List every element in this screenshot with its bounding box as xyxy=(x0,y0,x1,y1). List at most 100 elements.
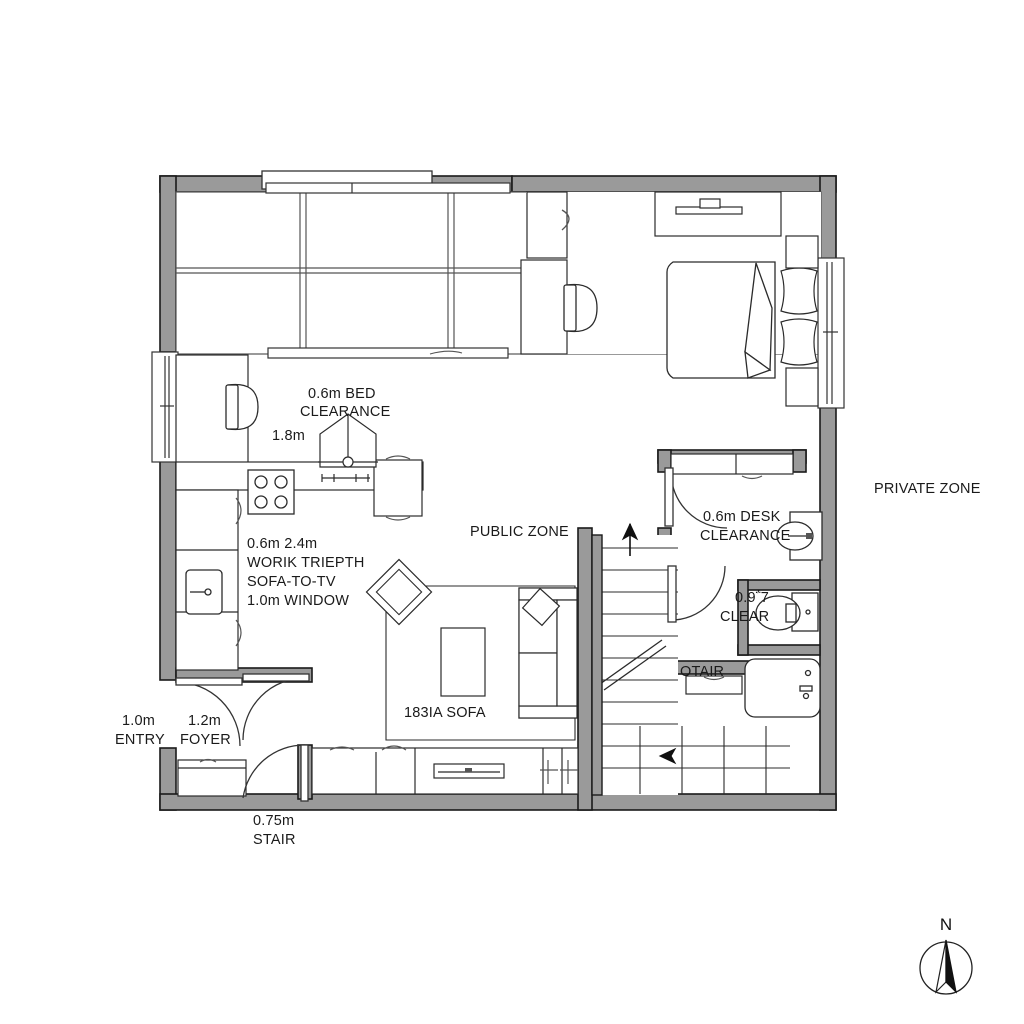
annotation-entry-line2: ENTRY xyxy=(115,732,165,748)
annotation-stair-line1: 0.75m xyxy=(253,813,294,829)
bathtub xyxy=(744,658,821,718)
sofa-back xyxy=(556,599,578,707)
sofa-cushion-2 xyxy=(518,652,558,707)
burner-4 xyxy=(274,495,288,509)
dining-chair-seat xyxy=(225,384,239,430)
refrigerator xyxy=(373,455,423,521)
wardrobe-with-tv xyxy=(654,191,782,237)
compass-needle-east-half xyxy=(945,939,957,994)
swing-door[interactable] xyxy=(667,565,726,623)
door-entry-leaf-lower[interactable] xyxy=(300,744,309,802)
swing-door[interactable] xyxy=(242,673,310,802)
nightstand-upper xyxy=(785,235,819,269)
burner-3 xyxy=(254,495,268,509)
annotation-foyer-line2: FOYER xyxy=(180,732,231,748)
cooktop-body xyxy=(247,469,295,515)
sliding-door-swing-hint xyxy=(429,350,463,355)
desk-chair xyxy=(561,209,598,333)
door-bedroom-leaf[interactable] xyxy=(664,467,674,527)
sliding-door[interactable] xyxy=(261,170,511,359)
bathtub-knob xyxy=(802,692,810,700)
nightstand-lower xyxy=(785,367,819,407)
double-bed xyxy=(666,261,776,379)
zone-label-private: PRIVATE ZONE xyxy=(874,481,981,497)
annotation-entry-line1: 1.0m xyxy=(122,713,155,729)
wall-right-upper xyxy=(819,175,837,261)
door-entry-leaf-upper[interactable] xyxy=(242,673,310,682)
console-handle-1 xyxy=(329,746,355,751)
bathtub-faucet xyxy=(799,685,813,692)
annotation-stair-line2: STAIR xyxy=(253,832,296,848)
staircase-with-direction-arrows xyxy=(591,522,790,796)
cabinet-handle-2 xyxy=(235,619,242,647)
closet-handle xyxy=(741,475,763,480)
stair-break-line-b xyxy=(603,645,667,691)
sofa-pillow xyxy=(521,587,561,627)
fridge-handle-top xyxy=(385,455,411,460)
wardrobe-tv-unit xyxy=(699,198,721,209)
sink-drain xyxy=(204,588,212,596)
annotation-bed-clearance-line1: 0.6m BED xyxy=(308,386,376,402)
entry-closet xyxy=(177,758,247,797)
compass-rose: N xyxy=(919,915,973,995)
dining-chair xyxy=(225,383,259,431)
hall-bench-handle xyxy=(703,676,725,681)
hall-bench xyxy=(685,675,743,695)
door-foyer-leaf[interactable] xyxy=(175,677,243,686)
wall-bottom xyxy=(159,793,837,811)
cooktop-four-burner xyxy=(247,469,295,515)
toilet-neck xyxy=(785,603,797,623)
annotation-sofa-size: 183IA SOFA xyxy=(404,705,486,721)
annotation-kitchen-line4: 1.0m WINDOW xyxy=(247,593,349,609)
wall-bedroom-right-stub xyxy=(792,449,807,473)
entry-closet-body xyxy=(177,759,247,797)
door-entry-arc-lower[interactable] xyxy=(242,744,306,799)
window-right-frame xyxy=(817,257,845,409)
area-rug xyxy=(385,585,576,741)
console-cross-detail xyxy=(540,760,578,784)
swing-door[interactable] xyxy=(664,467,728,529)
annotation-layer: 0.6m BED CLEARANCE 1.8m 0.6m 2.4m WORIK … xyxy=(115,386,981,848)
burner-1 xyxy=(254,475,268,489)
fridge-body xyxy=(373,459,423,517)
toilet xyxy=(755,592,819,632)
armchair-seat xyxy=(375,568,423,616)
bathroom-sink xyxy=(776,511,823,561)
rug-outline xyxy=(385,585,576,741)
bed-duvet-corner xyxy=(744,350,772,379)
annotation-dining-width: 1.8m xyxy=(272,428,305,444)
sliding-door-panel-a[interactable] xyxy=(265,182,511,194)
pillow-upper xyxy=(780,267,818,315)
wall-stair-left xyxy=(577,527,593,811)
stair-break-line-a xyxy=(599,639,663,685)
desk-top-surface xyxy=(520,259,568,355)
bedroom-closet xyxy=(670,453,794,480)
pendant-fixture-symbol xyxy=(318,413,378,482)
entry-closet-handle xyxy=(199,758,217,763)
hall-bench-body xyxy=(685,675,743,695)
door-bath-leaf[interactable] xyxy=(667,565,677,623)
lavatory-tap xyxy=(806,533,812,539)
annotation-kitchen-line1: 0.6m 2.4m xyxy=(247,536,317,552)
annotation-kitchen-line3: SOFA-TO-TV xyxy=(247,574,336,590)
annotation-kitchen-line2: WORIK TRIEPTH xyxy=(247,555,365,571)
pendant-hub xyxy=(342,456,354,468)
sliding-door-panel-b[interactable] xyxy=(267,347,509,359)
wall-left-upper xyxy=(159,175,177,353)
wall-top-right xyxy=(511,175,837,193)
desk-upper-unit xyxy=(526,191,568,259)
cabinet-handle-1 xyxy=(235,497,242,525)
sofa-three-seat xyxy=(518,587,578,719)
swing-door[interactable] xyxy=(175,677,243,747)
tv-center xyxy=(465,768,472,772)
wall-bath-divider-upper xyxy=(737,579,821,591)
compass-north-label: N xyxy=(940,915,952,934)
kitchen-sink xyxy=(185,569,223,615)
pendant-blade-ticks xyxy=(321,474,369,482)
door-bath-arc[interactable] xyxy=(670,565,726,621)
window xyxy=(817,257,845,409)
wall-bath-divider-lower xyxy=(737,644,821,656)
wall-left-lower xyxy=(159,459,177,681)
bathtub-drain xyxy=(804,669,812,677)
